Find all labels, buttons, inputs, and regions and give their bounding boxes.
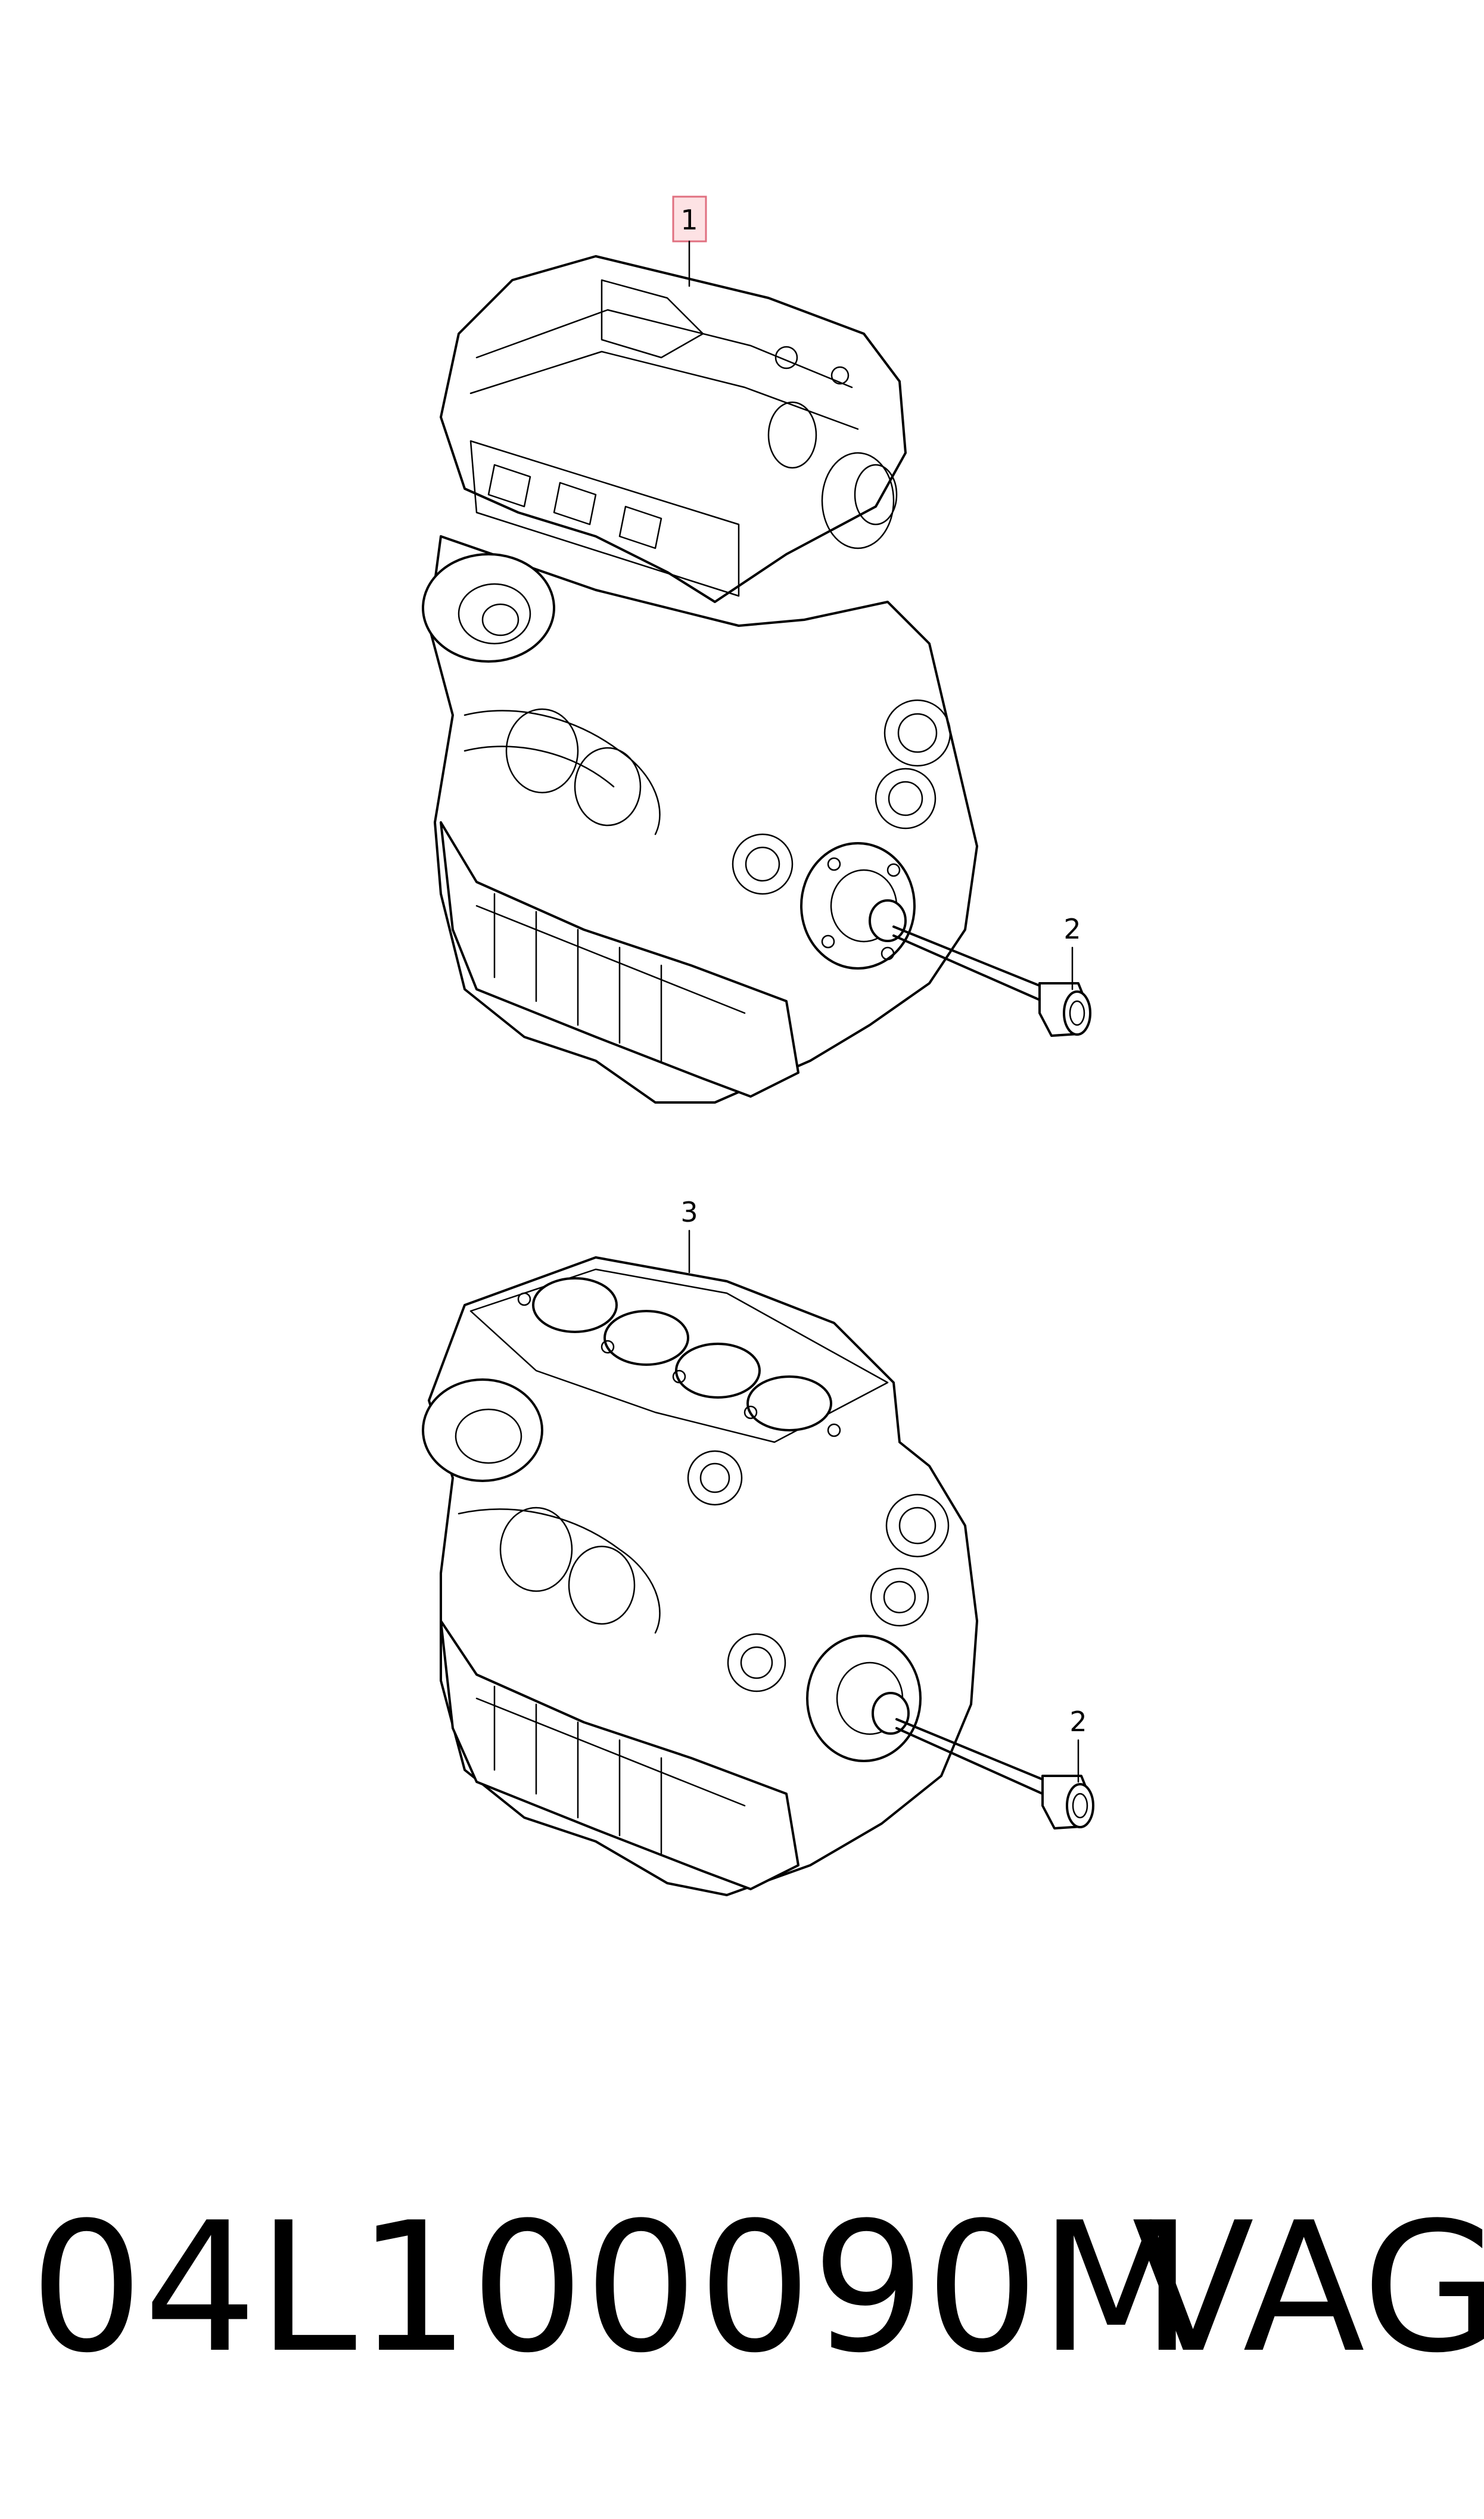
complete-engine-illustration	[422, 255, 1050, 1104]
callout-2-lower-label: 2	[1069, 1706, 1087, 1738]
callout-2-lower[interactable]: 2	[1069, 1706, 1087, 1783]
callout-1[interactable]: 1	[672, 195, 707, 287]
callout-3[interactable]: 3	[680, 1196, 698, 1274]
plug-illustration-upper	[1038, 982, 1091, 1037]
callout-2-upper[interactable]: 2	[1063, 913, 1081, 990]
callout-2-upper-label: 2	[1063, 913, 1081, 945]
callout-1-highlight	[672, 195, 707, 243]
callout-1-label: 1	[680, 204, 698, 236]
callout-3-label: 3	[680, 1196, 698, 1228]
short-block-illustration	[422, 1256, 1050, 1896]
plug-illustration-lower	[1041, 1775, 1094, 1830]
brand-caption: VAG	[1132, 2184, 1484, 2392]
part-number-caption: 04L100090M	[30, 2184, 1193, 2392]
